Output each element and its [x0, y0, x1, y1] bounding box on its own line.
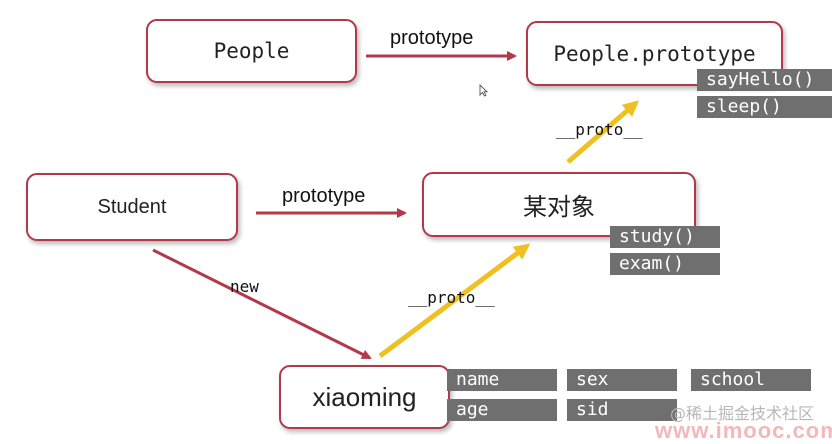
edge-label-student-prototype: prototype: [282, 185, 366, 207]
edge-xiaoming-proto: [378, 243, 531, 359]
watermark-text: @稀土掘金技术社区: [670, 404, 815, 423]
mouse-cursor-icon: [479, 84, 488, 97]
property-tag-age: age: [447, 399, 557, 421]
edge-object-proto: [566, 100, 640, 164]
property-tag-sid: sid: [567, 399, 677, 421]
xiaoming-node: xiaoming: [279, 365, 450, 429]
method-tag-sayhello: sayHello(): [697, 69, 832, 91]
people-label: People: [213, 39, 290, 63]
some-object-label: 某对象: [523, 194, 595, 221]
property-tag-school: school: [691, 369, 811, 391]
method-tag-study: study(): [610, 226, 720, 248]
edge-new: [152, 248, 372, 360]
people-prototype-label: People.prototype: [553, 41, 756, 66]
people-node: People: [146, 19, 357, 83]
property-tag-name: name: [447, 369, 557, 391]
watermark-logo: www.imooc.com: [655, 418, 832, 443]
edge-label-object-proto: __proto__: [556, 120, 643, 139]
edge-label-xiaoming-proto: __proto__: [408, 288, 495, 307]
property-tag-sex: sex: [567, 369, 677, 391]
xiaoming-label: xiaoming: [312, 381, 417, 412]
edge-label-new: new: [230, 277, 259, 296]
student-label: Student: [97, 195, 167, 218]
student-node: Student: [26, 173, 238, 241]
method-tag-sleep: sleep(): [697, 96, 832, 118]
method-tag-exam: exam(): [610, 253, 720, 275]
arrows-layer: [152, 51, 640, 360]
some-object-node: 某对象: [422, 172, 696, 237]
edge-label-people-prototype: prototype: [390, 27, 474, 49]
